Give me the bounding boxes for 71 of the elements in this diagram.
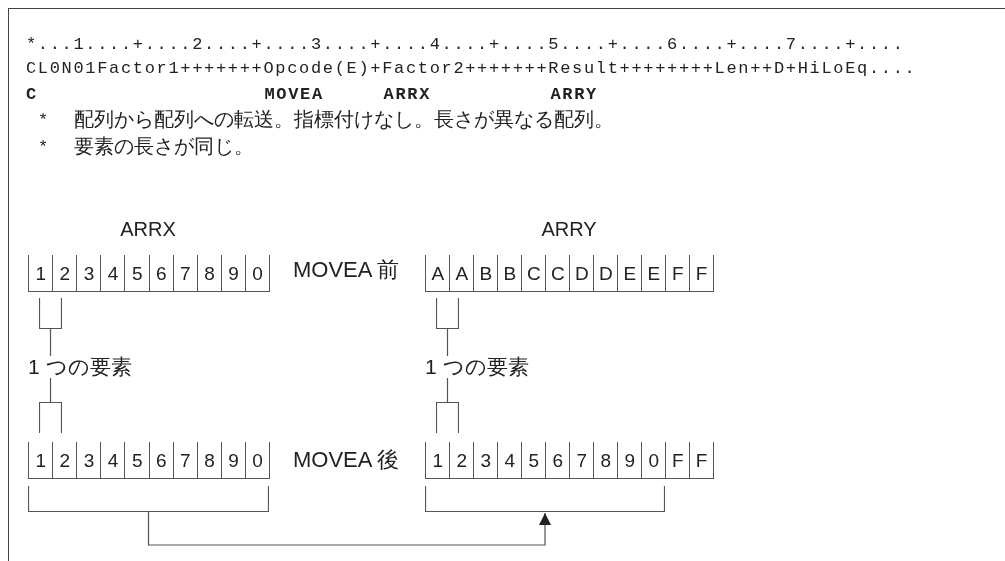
array-cell: 0 [244,442,270,479]
leader-line [446,328,449,357]
array-cell: 5 [521,442,546,479]
array-cell: 1 [28,442,53,479]
array-cell: F [665,255,690,292]
array-cell: A [425,255,450,292]
array-cell: C [521,255,546,292]
leader-line [49,377,52,403]
array-cell: 6 [148,255,174,292]
array-cell: 4 [100,442,125,479]
array-cell: 5 [124,255,149,292]
comment-mark: * [37,138,50,158]
element-caption: 1 つの要素 [28,356,132,378]
array-cell: 8 [196,442,222,479]
comment-mark: * [37,111,50,131]
array-cell: F [665,442,690,479]
array-cell: 5 [124,442,149,479]
array-cell: A [449,255,474,292]
comment-text: 配列から配列への転送。指標付けなし。長さが異なる配列。 [74,107,614,131]
array-cell: 2 [449,442,474,479]
ruler-line: *...1....+....2....+....3....+....4....+....5....+....6....+....7....+.... [26,35,905,55]
array-cell: 0 [641,442,666,479]
state-label: MOVEA 前 [293,258,400,282]
bracket [436,298,459,329]
array-cell: 2 [52,442,77,479]
array-cell: 0 [244,255,270,292]
array-cell: B [497,255,522,292]
array-cell: E [617,255,642,292]
array-cell: 7 [172,442,198,479]
array-name: ARRX [120,218,176,240]
array-cell: 9 [220,442,246,479]
code-field: C [26,85,38,105]
array-cell: 2 [52,255,77,292]
bracket [425,486,665,512]
array-cell: F [689,255,714,292]
comment-text: 要素の長さが同じ。 [74,134,254,158]
column-header-line: CL0N01Factor1+++++++Opcode(E)+Factor2+++++++Result++++++++Len++D+HiLoEq.... [26,59,917,79]
array-cell: 1 [425,442,450,479]
leader-line [49,328,52,357]
array-cell: 4 [497,442,522,479]
array-cell: 1 [28,255,53,292]
array-cell: 6 [545,442,570,479]
array-cell: 9 [617,442,642,479]
array-cell: 8 [196,255,222,292]
leader-line [446,377,449,403]
array-cell: E [641,255,666,292]
array-cell: 8 [593,442,618,479]
array-cell: 7 [172,255,198,292]
array-cell: 4 [100,255,125,292]
code-field: ARRY [550,85,598,105]
arrow [147,511,551,546]
array-cell: 7 [569,442,594,479]
element-caption: 1 つの要素 [425,356,529,378]
array-name: ARRY [541,218,597,240]
array-cell: F [689,442,714,479]
bracket [39,402,62,433]
array-cell: 3 [473,442,498,479]
array-cell: B [473,255,498,292]
array-cell: D [593,255,618,292]
array-cell: 3 [76,442,101,479]
array-cell: 3 [76,255,101,292]
bracket [436,402,459,433]
array-cell: D [569,255,594,292]
array-cell: C [545,255,570,292]
array-cell: 9 [220,255,246,292]
code-field: ARRX [383,85,432,105]
bracket [28,486,269,512]
array-cell: 6 [148,442,174,479]
code-field: MOVEA [264,85,324,105]
bracket [39,298,62,329]
state-label: MOVEA 後 [293,448,400,472]
